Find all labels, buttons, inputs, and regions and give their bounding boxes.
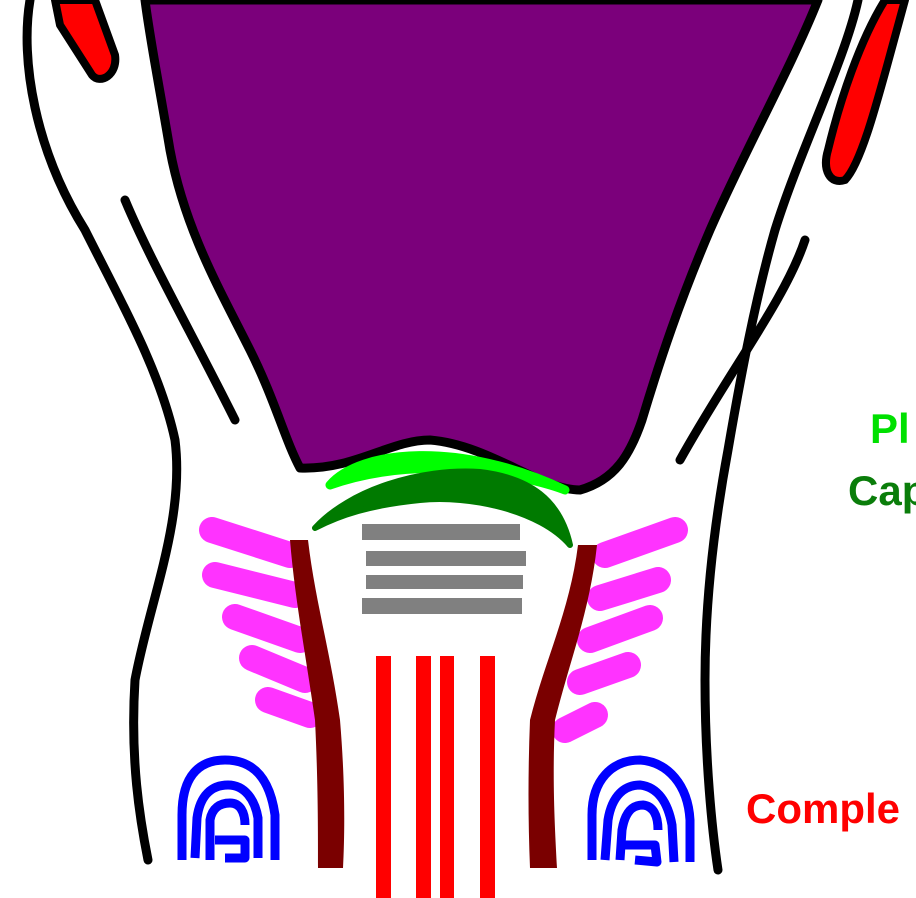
gray-bar-2 (366, 551, 526, 566)
label-partial-green: Pl (870, 408, 910, 450)
gray-bar-4 (362, 598, 522, 614)
vessel-right-red (826, 0, 905, 181)
magenta-left-5 (268, 700, 310, 715)
red-line-2 (416, 656, 431, 898)
outer-outline-left (27, 0, 177, 860)
vessel-left-red (55, 0, 115, 79)
magenta-right-3 (590, 618, 650, 640)
gray-bar-3 (366, 575, 523, 589)
magenta-right-4 (580, 665, 628, 682)
magenta-right-2 (600, 580, 658, 598)
magenta-left-3 (235, 617, 300, 640)
gray-bars (362, 524, 526, 614)
bladder (145, 0, 818, 490)
magenta-right-5 (565, 715, 595, 730)
red-line-3 (440, 656, 454, 898)
magenta-left-1 (212, 530, 290, 555)
label-partial-red: Comple (746, 788, 900, 830)
blue-structure-right (592, 760, 690, 862)
red-line-4 (480, 656, 495, 898)
magenta-left-2 (215, 575, 295, 595)
red-line-1 (376, 656, 391, 898)
magenta-left-4 (252, 658, 305, 680)
red-vertical-lines (376, 656, 495, 898)
inner-outline-right (680, 240, 805, 460)
label-partial-dark-green: Cap (848, 470, 916, 512)
gray-bar-1 (362, 524, 520, 540)
magenta-right-1 (605, 530, 675, 555)
blue-structure-left (182, 760, 275, 860)
